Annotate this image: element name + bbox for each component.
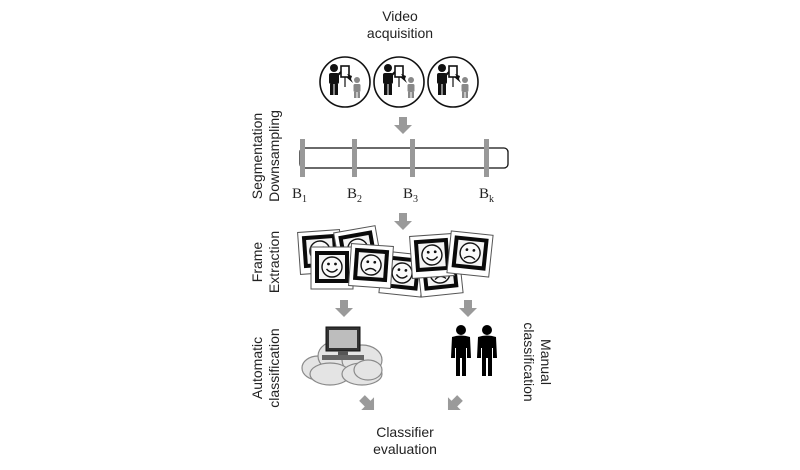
- photo-frame: [446, 230, 494, 278]
- label-line: Manual: [538, 339, 554, 385]
- classifier-evaluation-label: Classifier evaluation: [345, 424, 465, 458]
- label-line: acquisition: [366, 25, 434, 41]
- manual-classification-label: Manual classification: [520, 307, 554, 417]
- label-line: classification: [266, 328, 282, 408]
- boundary-label-bk: Bk: [479, 186, 495, 205]
- label-line: classification: [521, 322, 537, 402]
- arrow-down-icon: [394, 213, 412, 230]
- label-line: Classifier: [376, 424, 434, 440]
- video-acquisition-label: Video acquisition: [340, 8, 460, 42]
- smiley-happy-icon: [321, 256, 343, 278]
- boundary-label-b2: B2: [347, 186, 363, 205]
- timeline-bar: [299, 139, 509, 177]
- boundary-label-b1: B1: [292, 186, 308, 205]
- label-line: Automatic: [249, 336, 265, 400]
- arrow-down-icon: [394, 117, 412, 134]
- arrow-diagonal-left-icon: [441, 391, 467, 417]
- boundary-marker: [352, 139, 357, 177]
- camera-circle-3: [427, 56, 479, 108]
- camera-circle-2: [373, 56, 425, 108]
- arrow-down-icon: [335, 300, 353, 317]
- computer-cloud-icon: [301, 326, 383, 386]
- boundary-label-b3: B3: [403, 186, 419, 205]
- smiley-sad-icon: [359, 253, 383, 277]
- automatic-classification-label: Automatic classification: [249, 313, 283, 423]
- label-line: evaluation: [373, 441, 437, 457]
- photo-frame: [348, 243, 394, 289]
- people-icon: [451, 325, 497, 376]
- smiley-happy-icon: [420, 243, 444, 267]
- frame-photos: [297, 225, 494, 298]
- label-line: Downsampling: [266, 110, 282, 202]
- boundary-marker: [300, 139, 305, 177]
- label-line: Video: [382, 8, 418, 24]
- photo-frame: [310, 246, 354, 290]
- label-line: Segmentation: [249, 112, 265, 200]
- frame-extraction-label: Frame Extraction: [249, 217, 283, 307]
- boundary-marker: [410, 139, 415, 177]
- camera-circle-1: [319, 56, 371, 108]
- arrow-down-icon: [459, 300, 477, 317]
- segmentation-label: Segmentation Downsampling: [249, 96, 283, 216]
- boundary-marker: [484, 139, 489, 177]
- arrow-diagonal-right-icon: [355, 391, 381, 417]
- label-line: Frame: [249, 241, 265, 283]
- label-line: Extraction: [266, 230, 282, 294]
